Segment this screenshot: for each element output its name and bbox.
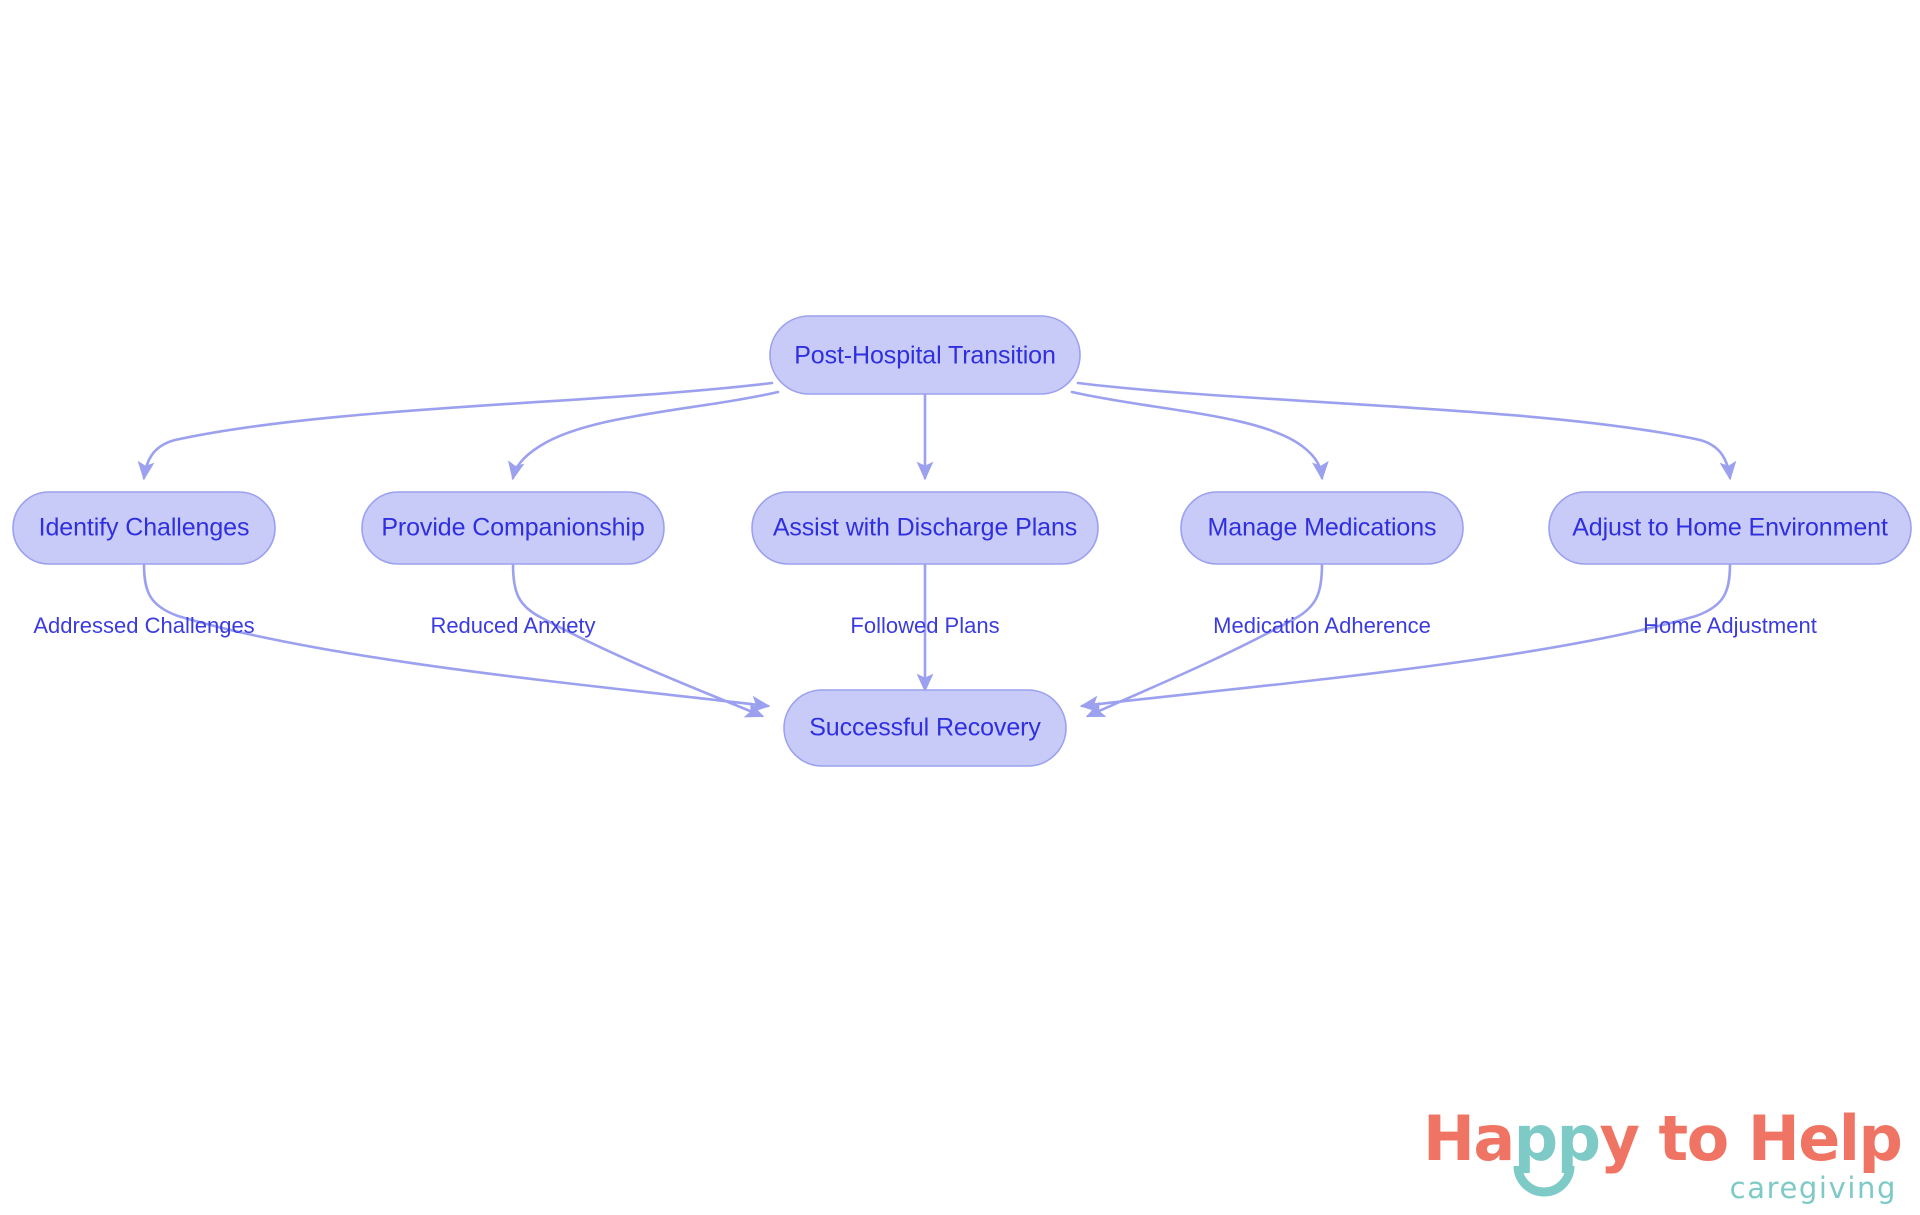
edge-root-to-identify-challenges — [137, 381, 774, 481]
node-label: Provide Companionship — [381, 514, 644, 542]
edge-root-to-provide-companionship — [507, 390, 780, 481]
edge-label-medication-adherence: Medication Adherence — [1213, 613, 1431, 638]
edge-label-reduced-anxiety: Reduced Anxiety — [430, 613, 595, 638]
node-adjust-to-home-environment[interactable]: Adjust to Home Environment — [1548, 491, 1912, 565]
node-provide-companionship[interactable]: Provide Companionship — [361, 491, 665, 565]
edge-root-to-manage-medications — [1070, 390, 1329, 481]
node-shape[interactable] — [1180, 491, 1464, 565]
node-shape[interactable] — [12, 491, 276, 565]
node-shape[interactable] — [783, 689, 1067, 767]
node-shape[interactable] — [361, 491, 665, 565]
node-post-hospital-transition[interactable]: Post-Hospital Transition — [769, 315, 1081, 395]
node-shape[interactable] — [769, 315, 1081, 395]
edge-label-home-adjustment: Home Adjustment — [1643, 613, 1817, 638]
node-successful-recovery[interactable]: Successful Recovery — [783, 689, 1067, 767]
node-label: Adjust to Home Environment — [1572, 514, 1888, 542]
edge-identify-challenges-to-successful-recovery — [142, 562, 771, 713]
edge-manage-medications-to-successful-recovery — [1085, 562, 1324, 718]
node-shape[interactable] — [1548, 491, 1912, 565]
edge-group-services-to-recovery — [142, 562, 1732, 718]
node-assist-with-discharge-plans[interactable]: Assist with Discharge Plans — [751, 491, 1099, 565]
smile-arc-icon — [1513, 1165, 1575, 1197]
edge-label-followed-plans: Followed Plans — [850, 613, 999, 638]
node-label: Manage Medications — [1208, 514, 1437, 542]
node-label: Assist with Discharge Plans — [773, 514, 1077, 542]
node-label: Post-Hospital Transition — [794, 342, 1056, 370]
edge-root-to-adjust-to-home-environment — [1076, 381, 1737, 481]
edge-label-group: Addressed Challenges Reduced Anxiety Fol… — [33, 613, 1817, 638]
node-manage-medications[interactable]: Manage Medications — [1180, 491, 1464, 565]
logo-part-y-to-help: y to Help — [1600, 1102, 1902, 1175]
node-identify-challenges[interactable]: Identify Challenges — [12, 491, 276, 565]
node-label: Identify Challenges — [39, 514, 250, 542]
edge-group-root-to-services — [137, 381, 1737, 481]
node-shape[interactable] — [751, 491, 1099, 565]
logo-part-ha: Ha — [1423, 1102, 1514, 1175]
edge-adjust-to-home-environment-to-successful-recovery — [1079, 562, 1732, 713]
happy-to-help-caregiving-logo: Happy to Help caregiving — [1423, 1102, 1903, 1205]
node-label: Successful Recovery — [809, 714, 1041, 742]
logo-tagline: caregiving — [1730, 1171, 1897, 1205]
edge-provide-companionship-to-successful-recovery — [511, 562, 765, 718]
logo-text-ha: Happy to Help — [1423, 1102, 1901, 1175]
edge-label-addressed-challenges: Addressed Challenges — [33, 613, 254, 638]
logo-part-pp: pp — [1514, 1102, 1600, 1175]
